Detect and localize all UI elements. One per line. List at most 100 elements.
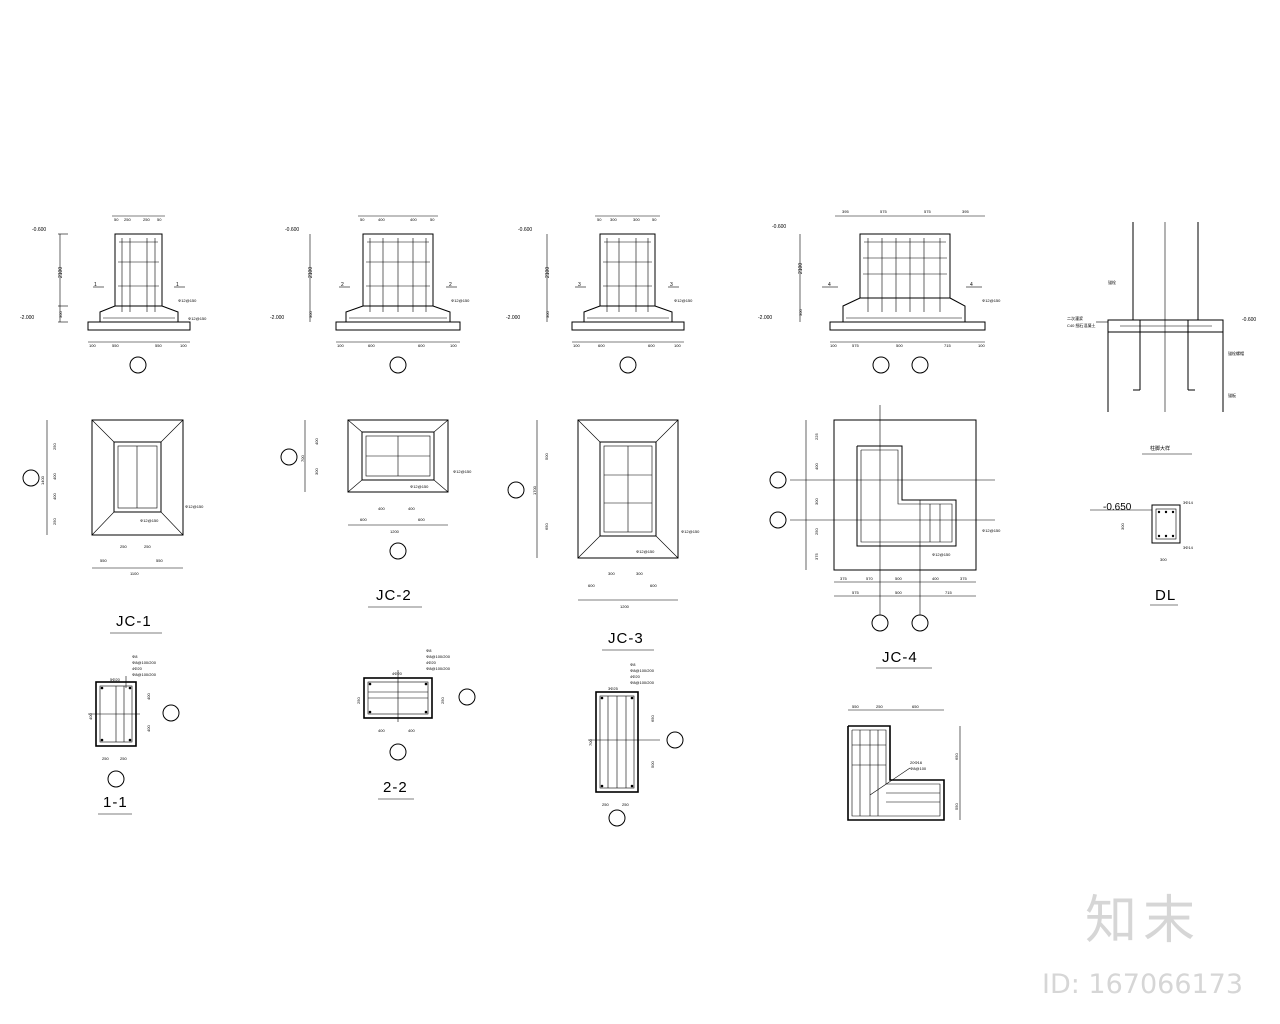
jc2-plan-bubble [280, 448, 298, 466]
jc2-bot-dim-b: 600 [368, 343, 375, 348]
jc2-plan-dim-a: 400 [314, 438, 319, 445]
anchor-label-e: 锚板 [1228, 392, 1236, 398]
jc1-plan-dim-a: 250 [52, 443, 57, 450]
jc2-bot-dim-a: 100 [337, 343, 344, 348]
s44-right-b: 550 [954, 803, 959, 810]
s22-right: 250 [440, 697, 445, 704]
jc2-top-dim-d: 50 [430, 217, 435, 222]
s33-note-3: 4Φ20 [630, 674, 641, 679]
anchor-label-d: 锚栓螺帽 [1228, 350, 1244, 356]
s22-note-4: Φ8@100/200 [426, 666, 451, 671]
jc4-bot-dim-a: 100 [830, 343, 837, 348]
jc2-dim-height: 2100 [308, 267, 314, 278]
jc4-plan: 225 400 300 250 375 375 570 500 400 375 … [769, 405, 1001, 669]
jc1-sec-label-l: 1 [94, 282, 97, 288]
jc3-bot-elev: -2.000 [506, 315, 520, 321]
s22-bot-b: 400 [408, 728, 415, 733]
s11-title: 1-1 [103, 794, 128, 811]
watermark-id: ID: 167066173 [1042, 969, 1244, 1000]
jc2-plan-rebar: Φ12@150 [453, 469, 472, 474]
jc4-plan-b2-a: 575 [852, 590, 859, 595]
s22-top-bars: 4Φ20 [392, 671, 403, 676]
s22-bot-a: 400 [378, 728, 385, 733]
jc3-plan-dim-b: 650 [544, 523, 549, 530]
jc4-bot-dim-e: 100 [978, 343, 985, 348]
jc4-plan-dim-c: 300 [814, 498, 819, 505]
jc4-dim-base: 300 [798, 309, 803, 316]
jc3-top-elev: -0.600 [518, 227, 532, 233]
jc3-sec-label-r: 3 [670, 282, 673, 288]
dl-width: 300 [1160, 557, 1167, 562]
jc3-plan-width: 1200 [620, 604, 630, 609]
s11-bot-b: 250 [120, 756, 127, 761]
jc1-bot-elev: -2.000 [20, 315, 34, 321]
jc4-plan-bubble-c [871, 614, 889, 632]
jc4-axis-bubble-a [872, 356, 890, 374]
jc2-rebar-note: Φ12@150 [451, 298, 470, 303]
jc2-plan-sub-b: 600 [418, 517, 425, 522]
s33-right-b: 500 [650, 761, 655, 768]
jc2-sec-label-r: 2 [449, 282, 452, 288]
jc4-bot-elev: -2.000 [758, 315, 772, 321]
s33-bot-b: 250 [622, 802, 629, 807]
jc1-rebar-note-2: Φ12@150 [188, 316, 207, 321]
jc4-top-dim-c: 575 [924, 209, 931, 214]
jc1-plan-bot-a: 250 [120, 544, 127, 549]
jc3-sec-label-l: 3 [578, 282, 581, 288]
s11-note-1: Φ8 [132, 654, 138, 659]
jc2-plan: 400 300 700 400 400 600 600 1200 Φ12@150… [280, 419, 472, 608]
watermark-logo: 知末 [1085, 891, 1202, 951]
jc2-plan-bot-a: 400 [378, 506, 385, 511]
jc4-sec-label-r: 4 [970, 282, 973, 288]
s22-bubble-bottom [389, 743, 407, 761]
jc1-plan-rebar: Φ12@150 [185, 504, 204, 509]
jc4-plan-b1-a: 375 [840, 576, 847, 581]
jc2-top-elev: -0.600 [285, 227, 299, 233]
dl-bars-bot: 3Φ14 [1183, 545, 1194, 550]
jc3-plan-dim-a: 500 [544, 453, 549, 460]
jc4-plan-dim-e: 375 [814, 553, 819, 560]
section-3-3: 3Φ25 Φ8 Φ8@100/200 4Φ20 Φ8@100/200 700 6… [588, 662, 684, 827]
jc2-dim-base: 300 [308, 311, 313, 318]
jc1-bot-dim-b: 550 [112, 343, 119, 348]
anchor-label-a: 锚栓 [1108, 279, 1116, 285]
s11-bubble-bottom [107, 770, 125, 788]
jc2-plan-dim-b: 300 [314, 468, 319, 475]
section-2-2: 4Φ20 Φ8 Φ8@100/200 4Φ20 Φ8@100/200 250 2… [356, 648, 476, 800]
jc1-bot-dim-a: 100 [89, 343, 96, 348]
s44-top-c: 650 [912, 704, 919, 709]
jc3-plan: 500 650 1700 300 300 600 600 1200 Φ12@15… [507, 419, 700, 651]
jc4-plan-b2-c: 715 [945, 590, 952, 595]
jc2-elevation: -0.600 -2.000 2100 300 2 2 50 400 400 50… [270, 215, 470, 374]
s22-title: 2-2 [383, 779, 408, 796]
jc4-axis-bubble-b [911, 356, 929, 374]
jc2-plan-bot-b: 400 [408, 506, 415, 511]
jc4-plan-dim-a: 225 [814, 433, 819, 440]
s11-right-b: 400 [146, 725, 151, 732]
jc1-plan-rebar-2: Φ12@150 [140, 518, 159, 523]
jc1-plan-sub-a: 550 [100, 558, 107, 563]
s44-note-b: Φ8@100 [910, 766, 927, 771]
jc1-plan-total: 1400 [40, 475, 45, 485]
jc3-bot-dim-b: 600 [598, 343, 605, 348]
jc3-top-dim-a: 50 [597, 217, 602, 222]
jc1-title: JC-1 [116, 613, 152, 630]
jc1-plan-dim-c: 400 [52, 493, 57, 500]
section-1-1: 5Φ20 Φ8 Φ8@100/200 4Φ20 Φ8@100/200 400 4… [88, 654, 180, 815]
jc2-plan-width: 1200 [390, 529, 400, 534]
jc2-bot-dim-d: 100 [450, 343, 457, 348]
jc1-plan-bubble [22, 469, 40, 487]
s33-bubble-right [666, 731, 684, 749]
s44-top-b: 250 [876, 704, 883, 709]
jc3-top-dim-d: 50 [652, 217, 657, 222]
jc4-sec-label-l: 4 [828, 282, 831, 288]
jc4-plan-dim-b: 400 [814, 463, 819, 470]
jc1-plan-dim-d: 250 [52, 518, 57, 525]
jc1-top-dim-b: 250 [124, 217, 131, 222]
dl-bars-top: 3Φ14 [1183, 500, 1194, 505]
s33-note-1: Φ8 [630, 662, 636, 667]
anchor-label-b: 二次灌浆 [1067, 315, 1083, 321]
s44-note-a: 20Φ16 [910, 760, 923, 765]
jc3-title: JC-3 [608, 630, 644, 647]
s33-note-4: Φ8@100/200 [630, 680, 655, 685]
